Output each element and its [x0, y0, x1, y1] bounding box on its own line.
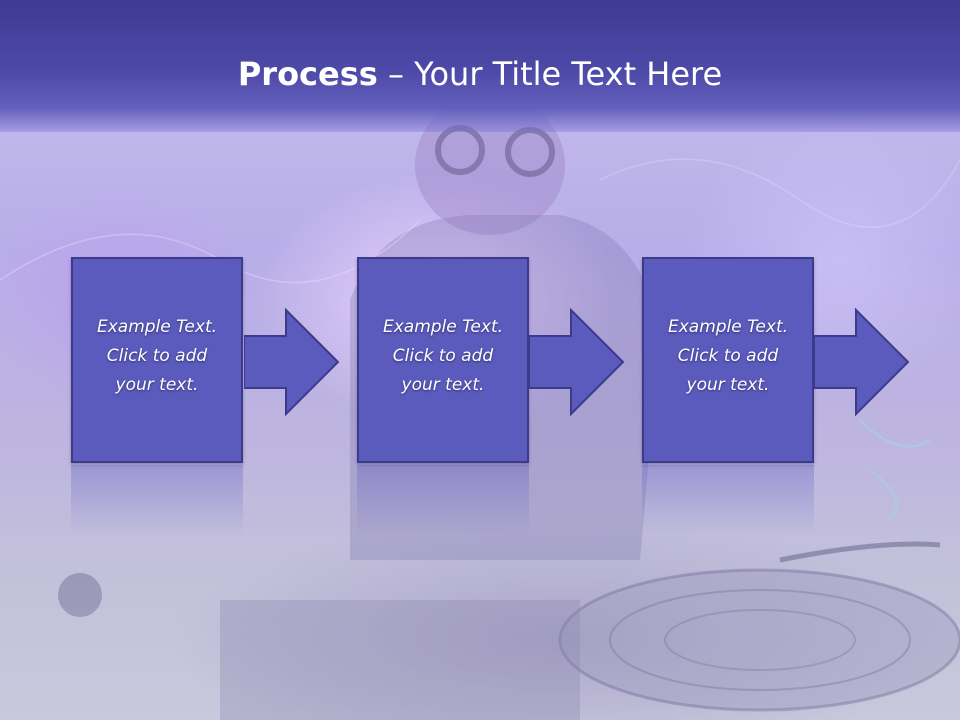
title-bold-part: Process: [237, 55, 378, 93]
process-step-1-text[interactable]: Example Text. Click to add your text.: [73, 313, 241, 400]
process-step-3-box[interactable]: Example Text. Click to add your text.: [642, 257, 814, 463]
step-text-line: Click to add: [677, 346, 779, 366]
process-step-1-reflection: [71, 465, 243, 535]
step-text-line: Example Text.: [382, 317, 504, 337]
step-text-line: Example Text.: [667, 317, 789, 337]
process-step-2-box[interactable]: Example Text. Click to add your text.: [357, 257, 529, 463]
process-step-3-text[interactable]: Example Text. Click to add your text.: [644, 313, 812, 400]
process-step-1-box[interactable]: Example Text. Click to add your text.: [71, 257, 243, 463]
step-text-line: Click to add: [392, 346, 494, 366]
right-arrow-icon[interactable]: [814, 308, 910, 416]
title-rest-part: – Your Title Text Here: [377, 55, 723, 93]
process-step-2-reflection: [357, 465, 529, 535]
slide-title[interactable]: Process – Your Title Text Here: [0, 50, 960, 98]
process-step-2-text[interactable]: Example Text. Click to add your text.: [359, 313, 527, 400]
process-step-3-reflection: [642, 465, 814, 535]
right-arrow-icon[interactable]: [529, 308, 625, 416]
right-arrow-icon[interactable]: [244, 308, 340, 416]
step-text-line: Example Text.: [96, 317, 218, 337]
step-text-line: your text.: [115, 375, 199, 395]
step-text-line: Click to add: [106, 346, 208, 366]
step-text-line: your text.: [401, 375, 485, 395]
title-bar: [0, 0, 960, 132]
step-text-line: your text.: [686, 375, 770, 395]
